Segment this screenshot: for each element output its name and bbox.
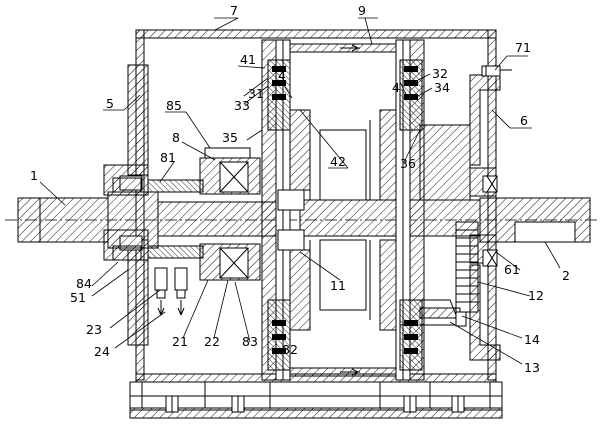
label-34: 34 [434,80,450,95]
leader-lines [39,17,561,365]
label-23: 23 [86,322,102,337]
foot-bolt [403,395,417,413]
label-9: 9 [358,3,366,18]
label-4-right: 4 [392,80,400,95]
label-82: 82 [282,342,298,357]
lower-actuator [399,299,467,327]
upper-magnet-stack-right [399,59,423,131]
coil-spring [455,221,479,313]
lower-magnet-stack-left [267,299,291,371]
sensor-assembly [154,267,188,316]
label-36: 36 [400,156,416,171]
top-bolt-71 [485,65,512,77]
label-8: 8 [172,130,180,145]
label-2: 2 [562,268,570,283]
label-14: 14 [524,332,540,347]
label-33: 33 [234,98,250,113]
label-13: 13 [524,360,540,375]
inner-rotor-poles [309,120,371,320]
callout-labels: 1 2 5 6 7 8 9 4 4 11 12 13 14 21 22 23 2… [30,3,570,375]
label-51: 51 [70,290,86,305]
label-21: 21 [172,334,188,349]
label-41: 41 [240,52,256,67]
label-61: 61 [504,262,520,277]
lower-magnet-stack-right [399,299,423,371]
label-6: 6 [520,113,528,128]
label-7: 7 [230,3,238,18]
label-84: 84 [76,276,92,291]
lower-bearing-assembly [112,243,261,281]
label-22: 22 [204,334,220,349]
label-11: 11 [330,278,346,293]
label-12: 12 [528,288,544,303]
label-5: 5 [106,96,114,111]
outer-drum [289,43,397,377]
label-31: 31 [248,86,264,101]
foot-bolt [451,395,465,413]
foot-bolt [231,395,245,413]
label-85: 85 [166,98,182,113]
label-1: 1 [30,168,38,183]
label-35: 35 [222,130,238,145]
label-42: 42 [330,154,346,169]
foot-bolt [165,395,179,413]
label-81: 81 [160,150,176,165]
label-32: 32 [432,66,448,81]
label-71: 71 [515,40,531,55]
housing-base [129,381,503,419]
upper-bearing-assembly [112,147,261,195]
label-24: 24 [94,344,110,359]
label-83: 83 [242,334,258,349]
label-4-left: 4 [278,68,286,83]
